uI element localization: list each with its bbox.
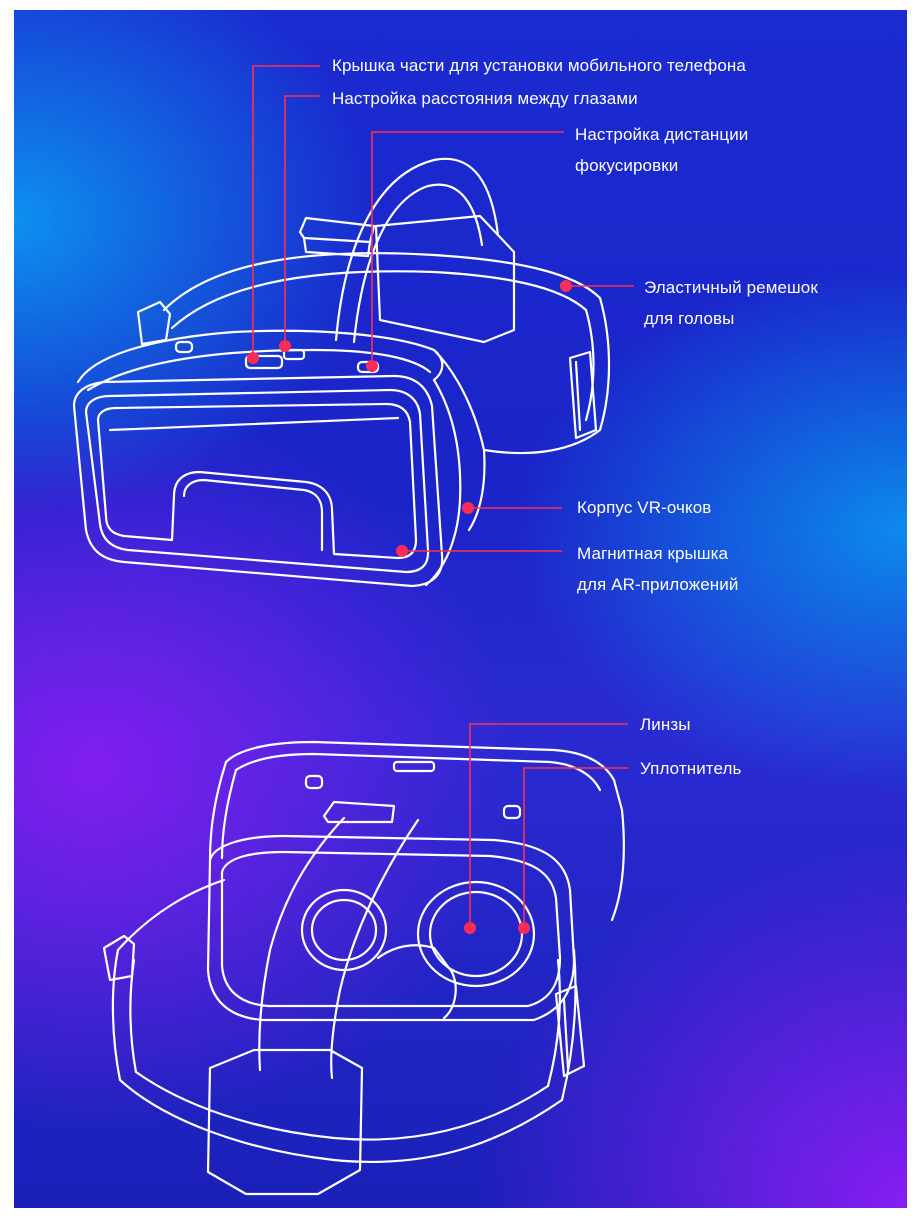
label-magnet: Магнитная крышка для AR-приложений [577, 538, 738, 600]
label-phone-cover: Крышка части для установки мобильного те… [332, 56, 746, 75]
callout-line-phone-cover [252, 65, 320, 356]
diagram-panel: Крышка части для установки мобильного те… [14, 10, 907, 1208]
marker-strap [560, 280, 572, 292]
label-strap-line2: для головы [644, 309, 735, 328]
label-focus-line2: фокусировки [575, 156, 679, 175]
marker-ipd [279, 340, 291, 352]
headset-front-drawing [72, 157, 611, 588]
marker-phone-cover [247, 352, 259, 364]
marker-magnet [396, 545, 408, 557]
callout-line-seal [523, 767, 628, 926]
callout-line-focus [371, 131, 564, 364]
callout-lines [252, 65, 634, 926]
marker-lenses [464, 922, 476, 934]
marker-seal [518, 922, 530, 934]
callout-markers [247, 280, 572, 934]
label-ipd: Настройка расстояния между глазами [332, 89, 638, 108]
marker-body [462, 502, 474, 514]
label-strap-line1: Эластичный ремешок [644, 278, 818, 297]
label-strap: Эластичный ремешок для головы [644, 272, 818, 334]
callout-line-ipd [284, 95, 320, 346]
label-focus: Настройка дистанции фокусировки [575, 119, 748, 181]
label-lenses: Линзы [640, 715, 691, 734]
callout-line-lenses [469, 723, 628, 926]
label-focus-line1: Настройка дистанции [575, 125, 749, 144]
label-body: Корпус VR-очков [577, 498, 712, 517]
label-seal: Уплотнитель [640, 759, 742, 778]
label-magnet-line2: для AR-приложений [577, 575, 739, 594]
vr-headset-illustration [72, 65, 634, 1196]
headset-rear-drawing [102, 740, 625, 1196]
marker-focus [366, 360, 378, 372]
label-magnet-line1: Магнитная крышка [577, 544, 729, 563]
